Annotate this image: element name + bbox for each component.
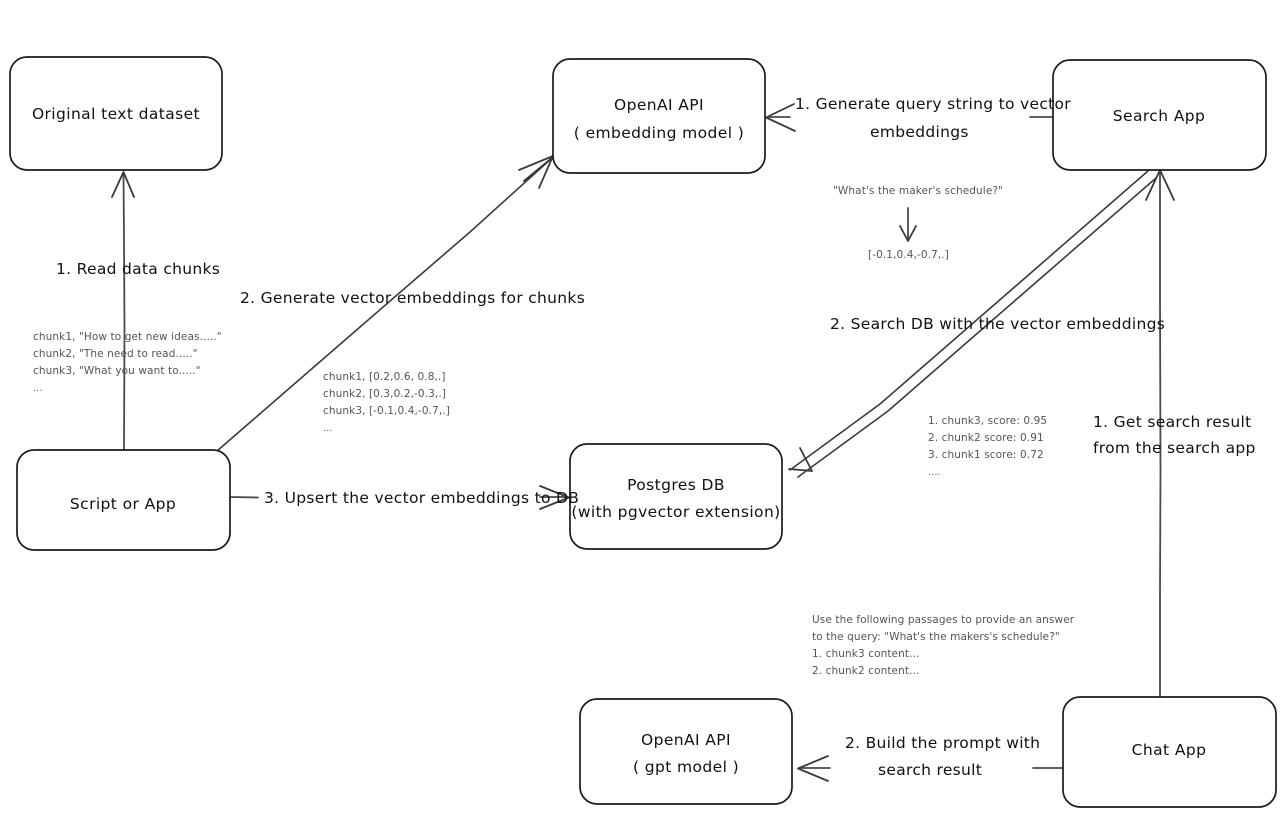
node-label-openai-gpt-api-line1: OpenAI API [641,731,731,749]
annotation-search-result-3: 3. chunk1 score: 0.72 [928,449,1044,461]
node-search-app[interactable]: Search App [1052,59,1267,171]
annotation-chunk-3: chunk3, "What you want to....." [33,365,201,377]
node-openai-gpt-api[interactable]: OpenAI API ( gpt model ) [579,698,793,805]
edge-label-generate-query-embeddings-line2: embeddings [870,123,969,141]
annotation-prompt: Use the following passages to provide an… [812,614,1075,677]
node-original-text-dataset[interactable]: Original text dataset [9,56,223,171]
annotation-query-transform: "What's the maker's schedule?" [-0.1,0.4… [833,185,1003,261]
annotation-prompt-line-2: to the query: "What's the makers's sched… [812,631,1060,643]
annotation-search-results: 1. chunk3, score: 0.95 2. chunk2 score: … [928,415,1047,478]
node-chat-app[interactable]: Chat App [1062,696,1277,808]
annotation-chunk-2: chunk2, "The need to read....." [33,348,198,360]
node-label-openai-embedding-api-line1: OpenAI API [614,96,704,114]
edge-search-db [788,170,1157,478]
annotation-embeddings: chunk1, [0.2,0.6, 0.8,.] chunk2, [0.3,0.… [323,371,450,434]
node-label-original-text-dataset: Original text dataset [32,105,200,123]
annotation-embedding-ellipsis: ... [323,423,333,434]
edge-label-get-search-result-line2: from the search app [1093,439,1256,457]
annotation-search-result-2: 2. chunk2 score: 0.91 [928,432,1044,444]
annotation-embedding-2: chunk2, [0.3,0.2,-0.3,.] [323,388,446,400]
edge-generate-query-embeddings [765,103,1053,132]
node-label-script-or-app: Script or App [70,495,176,513]
node-label-search-app: Search App [1113,107,1205,125]
annotation-search-result-ellipsis: .... [928,467,941,478]
edge-label-build-prompt-line2: search result [878,761,982,779]
annotation-query-vector: [-0.1,0.4,-0.7,.] [868,249,949,261]
edge-label-search-db: 2. Search DB with the vector embeddings [830,315,1165,333]
annotation-chunk-ellipsis: ... [33,383,43,394]
annotation-prompt-line-3: 1. chunk3 content... [812,648,919,660]
node-label-openai-gpt-api-line2: ( gpt model ) [633,758,739,776]
annotation-prompt-line-4: 2. chunk2 content... [812,665,919,677]
annotation-embedding-3: chunk3, [-0.1,0.4,-0.7,.] [323,405,450,417]
annotation-search-result-1: 1. chunk3, score: 0.95 [928,415,1047,427]
node-postgres-db[interactable]: Postgres DB (with pgvector extension) [569,443,783,550]
edge-label-upsert-embeddings: 3. Upsert the vector embeddings to DB [264,489,579,507]
edge-build-prompt [797,755,1064,782]
edge-get-search-result [1145,169,1175,699]
annotation-chunk-1: chunk1, "How to get new ideas....." [33,331,222,343]
node-openai-embedding-api[interactable]: OpenAI API ( embedding model ) [552,58,766,174]
annotation-prompt-line-1: Use the following passages to provide an… [812,614,1075,626]
edge-upsert-embeddings [230,485,570,510]
edge-read-data-chunks [111,171,135,453]
edge-label-get-search-result-line1: 1. Get search result [1093,413,1252,431]
node-label-postgres-db-line1: Postgres DB [627,476,725,494]
edge-label-generate-vector-embeddings: 2. Generate vector embeddings for chunks [240,289,585,307]
annotation-embedding-1: chunk1, [0.2,0.6, 0.8,.] [323,371,446,383]
node-label-openai-embedding-api-line2: ( embedding model ) [574,124,744,142]
annotation-query-string: "What's the maker's schedule?" [833,185,1003,197]
edge-label-build-prompt-line1: 2. Build the prompt with [845,734,1040,752]
annotation-chunks: chunk1, "How to get new ideas....." chun… [33,331,222,394]
node-label-postgres-db-line2: (with pgvector extension) [571,503,780,521]
node-label-chat-app: Chat App [1132,741,1207,759]
edge-label-read-data-chunks: 1. Read data chunks [56,260,220,278]
node-script-or-app[interactable]: Script or App [16,449,231,551]
edge-label-generate-query-embeddings-line1: 1. Generate query string to vector [795,95,1071,113]
